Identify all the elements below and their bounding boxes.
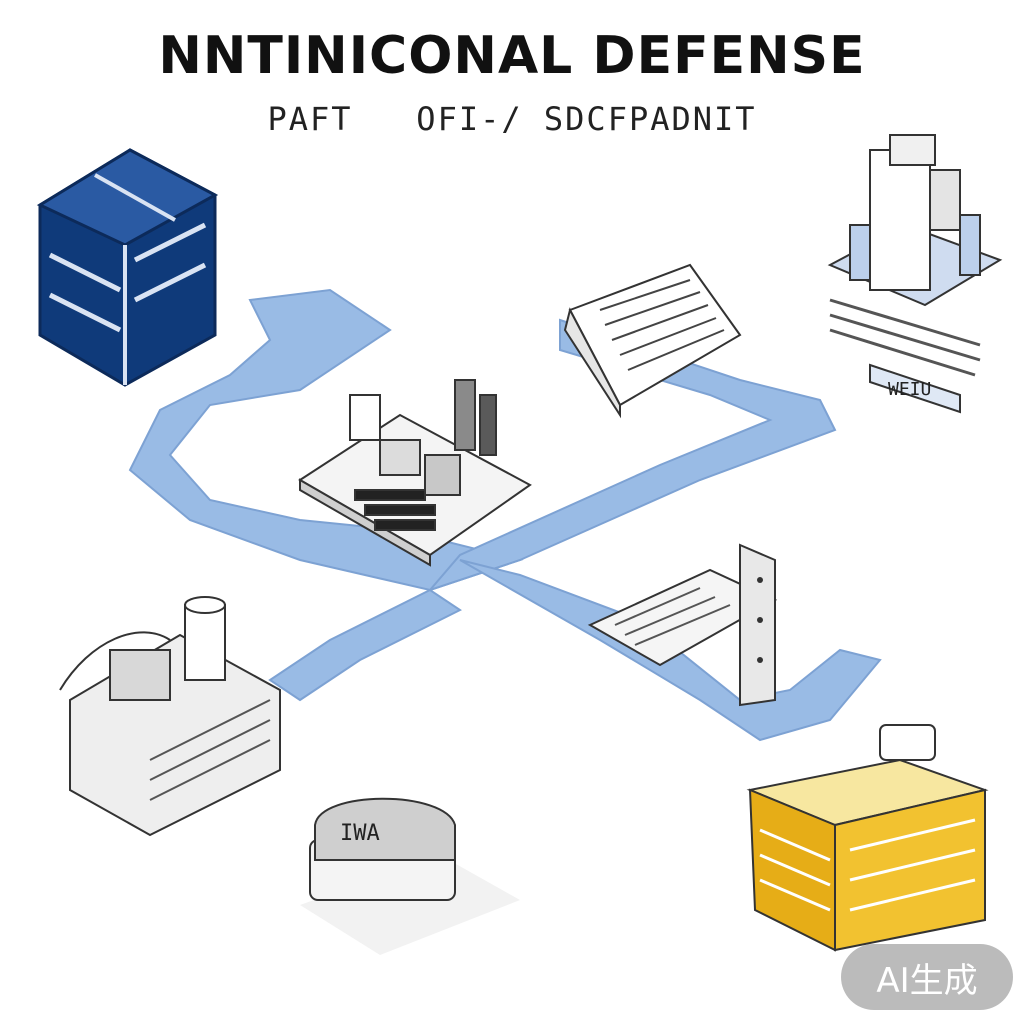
yellow-box-node	[746, 724, 989, 952]
laptop-node	[587, 543, 778, 707]
diagram-title: NNTINICONAL DEFENSE	[158, 26, 866, 86]
pipe-upper-left	[128, 288, 524, 592]
small-device-label: IWA	[340, 821, 380, 846]
navy-cube-node	[36, 148, 219, 387]
server-tower-node: WEIU	[827, 134, 1003, 414]
circuit-board-node	[298, 379, 532, 567]
ai-generated-watermark: AI生成	[841, 944, 1013, 1010]
server-tower-label: WEIU	[888, 379, 931, 400]
small-device-node: IWA	[300, 797, 520, 955]
document-node	[563, 263, 742, 419]
pipe-lower-left	[268, 588, 462, 702]
diagram-subtitle: PAFT OFI-/ SDCFPADNIT	[267, 100, 757, 138]
machinery-node	[59, 596, 281, 837]
